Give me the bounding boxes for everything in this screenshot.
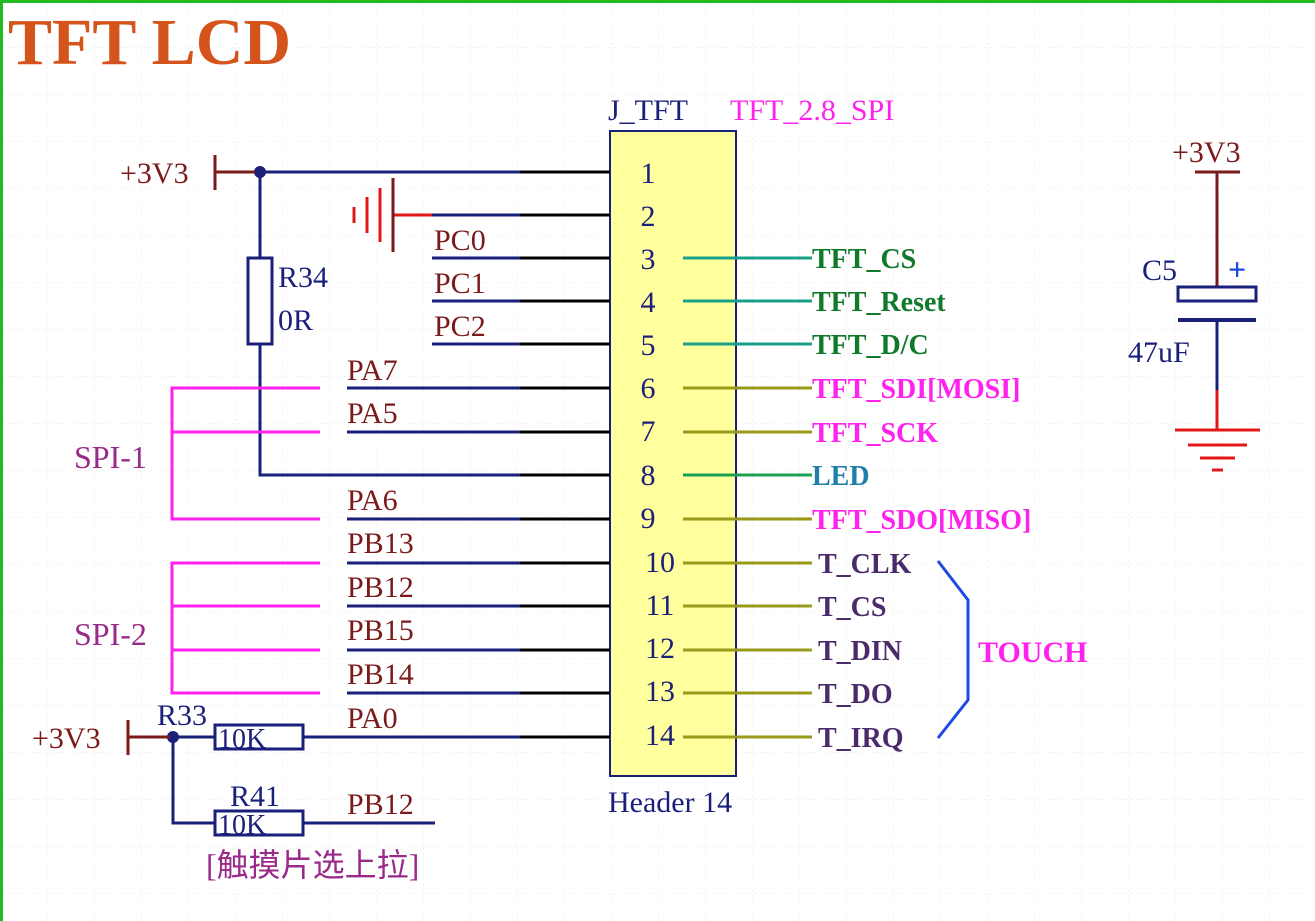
right-net-labels: TFT_CS TFT_Reset TFT_D/C TFT_SDI[MOSI] T… bbox=[812, 244, 1031, 754]
cap-power-label: +3V3 bbox=[1172, 136, 1241, 169]
pin-number: 14 bbox=[645, 719, 675, 752]
net-label-tft-dc: TFT_D/C bbox=[812, 330, 929, 361]
touch-brace bbox=[936, 560, 970, 739]
net-label-pa6: PA6 bbox=[347, 484, 398, 517]
group-label-touch: TOUCH bbox=[978, 636, 1087, 669]
net-label-t-irq: T_IRQ bbox=[818, 723, 904, 754]
pin-number: 10 bbox=[645, 546, 675, 579]
resistor-r41-body bbox=[213, 809, 305, 837]
header-connector-body bbox=[609, 130, 737, 777]
net-label-pb12: PB12 bbox=[347, 571, 414, 604]
page-title: TFT LCD bbox=[8, 6, 291, 79]
net-label-t-din: T_DIN bbox=[818, 636, 902, 667]
pin-numbers: 1 2 3 4 5 6 7 8 9 10 11 12 13 14 bbox=[641, 157, 676, 752]
power-label: +3V3 bbox=[32, 722, 101, 755]
resistor-r41-value: 10K bbox=[218, 810, 266, 841]
resistor-r33-designator: R33 bbox=[157, 699, 207, 732]
power-label: +3V3 bbox=[120, 157, 189, 190]
cap-positive-plate bbox=[1176, 285, 1258, 303]
resistor-r33-value: 10K bbox=[218, 724, 266, 755]
net-label-tft-cs: TFT_CS bbox=[812, 244, 916, 275]
resistor-r34-designator: R34 bbox=[278, 261, 328, 294]
net-label-tft-sdo: TFT_SDO[MISO] bbox=[812, 505, 1031, 536]
connector-designator: J_TFT bbox=[608, 94, 688, 127]
right-wires bbox=[683, 256, 812, 739]
junction-dot bbox=[167, 731, 179, 743]
ground-symbol-pin2 bbox=[352, 178, 432, 252]
net-label-pa7: PA7 bbox=[347, 354, 398, 387]
net-label-tft-reset: TFT_Reset bbox=[812, 287, 946, 318]
cap-value: 47uF bbox=[1128, 336, 1190, 369]
spi1-bracket bbox=[170, 386, 320, 521]
pin-number: 8 bbox=[641, 459, 656, 492]
net-label-pb13: PB13 bbox=[347, 527, 414, 560]
pin-number: 11 bbox=[646, 589, 675, 622]
group-label-spi1: SPI-1 bbox=[74, 439, 147, 475]
power-port-top: +3V3 bbox=[120, 155, 255, 190]
junction-dot bbox=[254, 166, 266, 178]
net-label-led: LED bbox=[812, 461, 870, 492]
connector-comment: TFT_2.8_SPI bbox=[730, 94, 894, 127]
net-label-pb12-pullup: PB12 bbox=[347, 788, 414, 821]
pin-number: 12 bbox=[645, 632, 675, 665]
group-label-spi2: SPI-2 bbox=[74, 616, 147, 652]
power-port-bottom: +3V3 bbox=[32, 720, 170, 755]
connector-footprint: Header 14 bbox=[608, 786, 732, 819]
spi2-bracket bbox=[170, 561, 320, 695]
net-label-tft-sck: TFT_SCK bbox=[812, 418, 938, 449]
cap-designator: C5 bbox=[1142, 254, 1177, 287]
resistor-r34-body bbox=[246, 256, 274, 346]
pin-number: 3 bbox=[641, 243, 656, 276]
net-label-pb14: PB14 bbox=[347, 658, 414, 691]
net-label-tft-sdi: TFT_SDI[MOSI] bbox=[812, 374, 1020, 405]
pin-number: 13 bbox=[645, 675, 675, 708]
pin-number: 4 bbox=[641, 286, 656, 319]
net-label-pc2: PC2 bbox=[434, 310, 486, 343]
net-label-pa5: PA5 bbox=[347, 397, 398, 430]
net-label-t-clk: T_CLK bbox=[818, 549, 912, 580]
left-net-labels: PC0 PC1 PC2 PA7 PA5 PA6 PB13 PB12 PB15 P… bbox=[347, 224, 486, 821]
net-label-t-cs: T_CS bbox=[818, 592, 886, 623]
net-label-pc0: PC0 bbox=[434, 224, 486, 257]
resistor-r33-body bbox=[213, 723, 305, 751]
pin-number: 9 bbox=[641, 502, 656, 535]
left-pin-stubs bbox=[520, 170, 610, 739]
net-label-pb15: PB15 bbox=[347, 614, 414, 647]
resistor-r34-value: 0R bbox=[278, 304, 313, 337]
net-label-pa0: PA0 bbox=[347, 702, 398, 735]
pin-number: 6 bbox=[641, 372, 656, 405]
pin-number: 2 bbox=[641, 200, 656, 233]
spi-group-brackets bbox=[170, 386, 320, 695]
net-label-t-do: T_DO bbox=[818, 679, 893, 710]
pin-number: 1 bbox=[641, 157, 656, 190]
net-label-pc1: PC1 bbox=[434, 267, 486, 300]
wire-r41-left bbox=[171, 737, 215, 825]
pullup-note: [触摸片选上拉] bbox=[206, 847, 419, 883]
pin-number: 7 bbox=[641, 415, 656, 448]
cap-polarity-mark: + bbox=[1228, 251, 1246, 287]
capacitor-c5: +3V3 C5 + 47uF bbox=[1128, 136, 1260, 472]
pin-number: 5 bbox=[641, 329, 656, 362]
resistor-r41-designator: R41 bbox=[230, 780, 280, 813]
